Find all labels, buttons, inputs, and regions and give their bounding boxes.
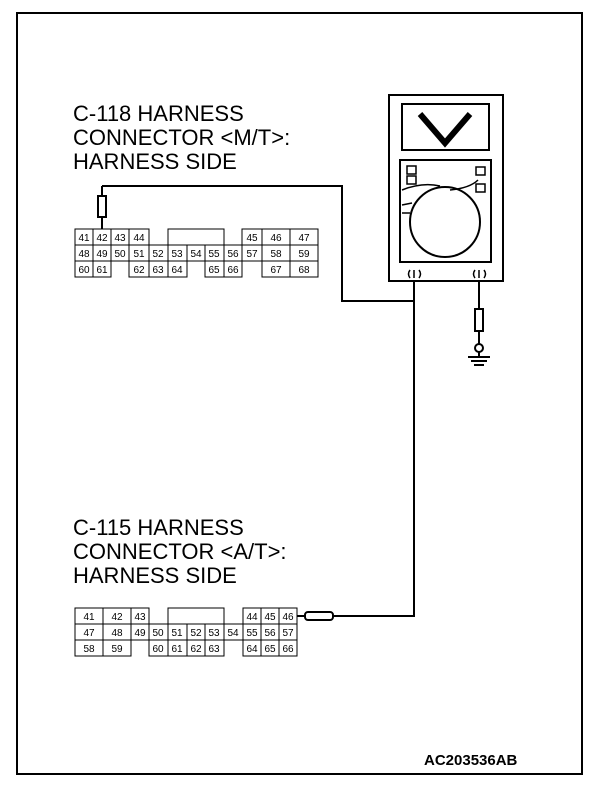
pin-cell: [102, 639, 132, 657]
pin-45: 45: [264, 612, 276, 623]
pin-59: 59: [111, 644, 123, 655]
pin-53: 53: [208, 628, 220, 639]
pin-52: 52: [152, 249, 164, 260]
meter-jack-left-icon: [407, 269, 422, 279]
connector-bottom-label: C-115 HARNESS CONNECTOR <A/T>: HARNESS S…: [73, 515, 287, 588]
pin-53: 53: [171, 249, 183, 260]
connector-key: [167, 607, 225, 625]
pin-42: 42: [111, 612, 123, 623]
probe-c115-pin46: [297, 611, 334, 621]
wire-meter-to-c115: [333, 301, 415, 617]
pin-cell: [223, 260, 243, 278]
connector-c115: 41 42 43 44 45 46 47 48 49 50 51 52 53 5…: [74, 607, 298, 657]
pin-56: 56: [227, 249, 239, 260]
pin-56: 56: [264, 628, 276, 639]
connector-key: [167, 228, 225, 246]
pin-63: 63: [208, 644, 220, 655]
pin-42: 42: [96, 233, 108, 244]
pin-57: 57: [246, 249, 258, 260]
pin-47: 47: [83, 628, 95, 639]
pin-60: 60: [152, 644, 164, 655]
connector-top-label-line-3: HARNESS SIDE: [73, 149, 237, 174]
pin-cell: [92, 260, 112, 278]
connector-bottom-label-line-1: C-115 HARNESS: [73, 515, 244, 540]
range-indicator-icon: [475, 183, 486, 193]
pin-50: 50: [114, 249, 126, 260]
ground-symbol-icon: [468, 356, 490, 366]
connector-top-label-line-2: CONNECTOR <M/T>:: [73, 125, 290, 150]
pin-44: 44: [133, 233, 145, 244]
connector-top-label-line-1: C-118 HARNESS: [73, 101, 244, 126]
pin-48: 48: [111, 628, 123, 639]
pin-67: 67: [270, 265, 282, 276]
pin-64: 64: [246, 644, 258, 655]
pin-62: 62: [190, 644, 202, 655]
range-indicator-icon: [406, 165, 417, 175]
pin-65: 65: [208, 265, 220, 276]
pin-51: 51: [171, 628, 183, 639]
selector-dial-icon: [409, 186, 481, 258]
pin-54: 54: [190, 249, 202, 260]
pin-cell: [289, 260, 319, 278]
pin-43: 43: [114, 233, 126, 244]
pin-55: 55: [208, 249, 220, 260]
range-indicator-icon: [406, 175, 417, 185]
pin-51: 51: [133, 249, 145, 260]
pin-68: 68: [298, 265, 310, 276]
pin-46: 46: [282, 612, 294, 623]
pin-62: 62: [133, 265, 145, 276]
pin-54: 54: [227, 628, 239, 639]
pin-48: 48: [78, 249, 90, 260]
pin-47: 47: [298, 233, 310, 244]
pin-49: 49: [134, 628, 146, 639]
pin-cell: [204, 639, 225, 657]
pin-66: 66: [282, 644, 294, 655]
pin-43: 43: [134, 612, 146, 623]
meter-jack-right-icon: [472, 269, 487, 279]
pin-65: 65: [264, 644, 276, 655]
pin-55: 55: [246, 628, 258, 639]
pin-cell: [278, 639, 298, 657]
pin-58: 58: [270, 249, 282, 260]
pin-61: 61: [96, 265, 108, 276]
pin-44: 44: [246, 612, 258, 623]
pin-50: 50: [152, 628, 164, 639]
pin-59: 59: [298, 249, 310, 260]
pin-41: 41: [83, 612, 95, 623]
pin-66: 66: [227, 265, 239, 276]
pin-cell: [167, 260, 188, 278]
connector-top-label: C-118 HARNESS CONNECTOR <M/T>: HARNESS S…: [73, 101, 290, 174]
pin-41: 41: [78, 233, 90, 244]
pin-57: 57: [282, 628, 294, 639]
connector-bottom-label-line-3: HARNESS SIDE: [73, 563, 237, 588]
pin-52: 52: [190, 628, 202, 639]
diagram-frame: [16, 12, 583, 775]
connector-bottom-label-line-2: CONNECTOR <A/T>:: [73, 539, 287, 564]
pin-64: 64: [171, 265, 183, 276]
probe-c118-pin42: [97, 186, 107, 229]
pin-61: 61: [171, 644, 183, 655]
pin-60: 60: [78, 265, 90, 276]
ground-lead: [474, 281, 484, 356]
voltmeter: [388, 94, 504, 282]
pin-63: 63: [152, 265, 164, 276]
connector-c118: 41 42 43 44 45 46 47 48 49 50 51 52 53 5…: [74, 228, 319, 278]
pin-49: 49: [96, 249, 108, 260]
volt-symbol-icon: [417, 112, 473, 148]
pin-46: 46: [270, 233, 282, 244]
pin-45: 45: [246, 233, 258, 244]
wire-c118-to-meter: [102, 185, 415, 302]
figure-code: AC203536AB: [424, 752, 518, 769]
range-indicator-icon: [475, 166, 486, 176]
pin-58: 58: [83, 644, 95, 655]
